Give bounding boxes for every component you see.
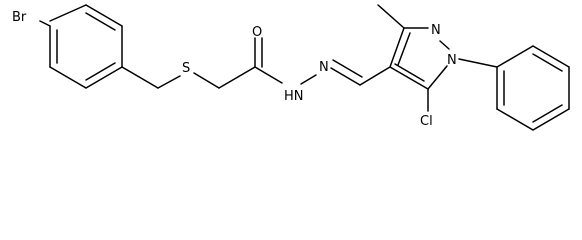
pyrazole-n2-label: N [431, 23, 441, 38]
phenyl-ring [458, 45, 570, 131]
bromine-label: Br [12, 10, 27, 25]
pyrazole-ring: N N [389, 23, 457, 90]
chlorine-label: Cl [420, 114, 433, 129]
carbonyl-group: O [252, 25, 263, 68]
pyrazole-n1-label: N [447, 53, 457, 68]
chemical-structure-diagram: Br S O HN N N N Cl [12, 4, 570, 131]
oxygen-label: O [252, 25, 262, 40]
imine-nitrogen-label: N [319, 60, 329, 75]
sulfur-label: S [182, 61, 190, 76]
nh-label: HN [284, 89, 304, 104]
methyl-group [377, 4, 405, 29]
hydrazone-linker: HN N [254, 59, 391, 104]
chlorine-atom: Cl [420, 88, 433, 129]
bromophenyl-ring [49, 4, 123, 89]
thioether-linker: S [121, 61, 256, 89]
bromine-atom: Br [12, 10, 51, 27]
